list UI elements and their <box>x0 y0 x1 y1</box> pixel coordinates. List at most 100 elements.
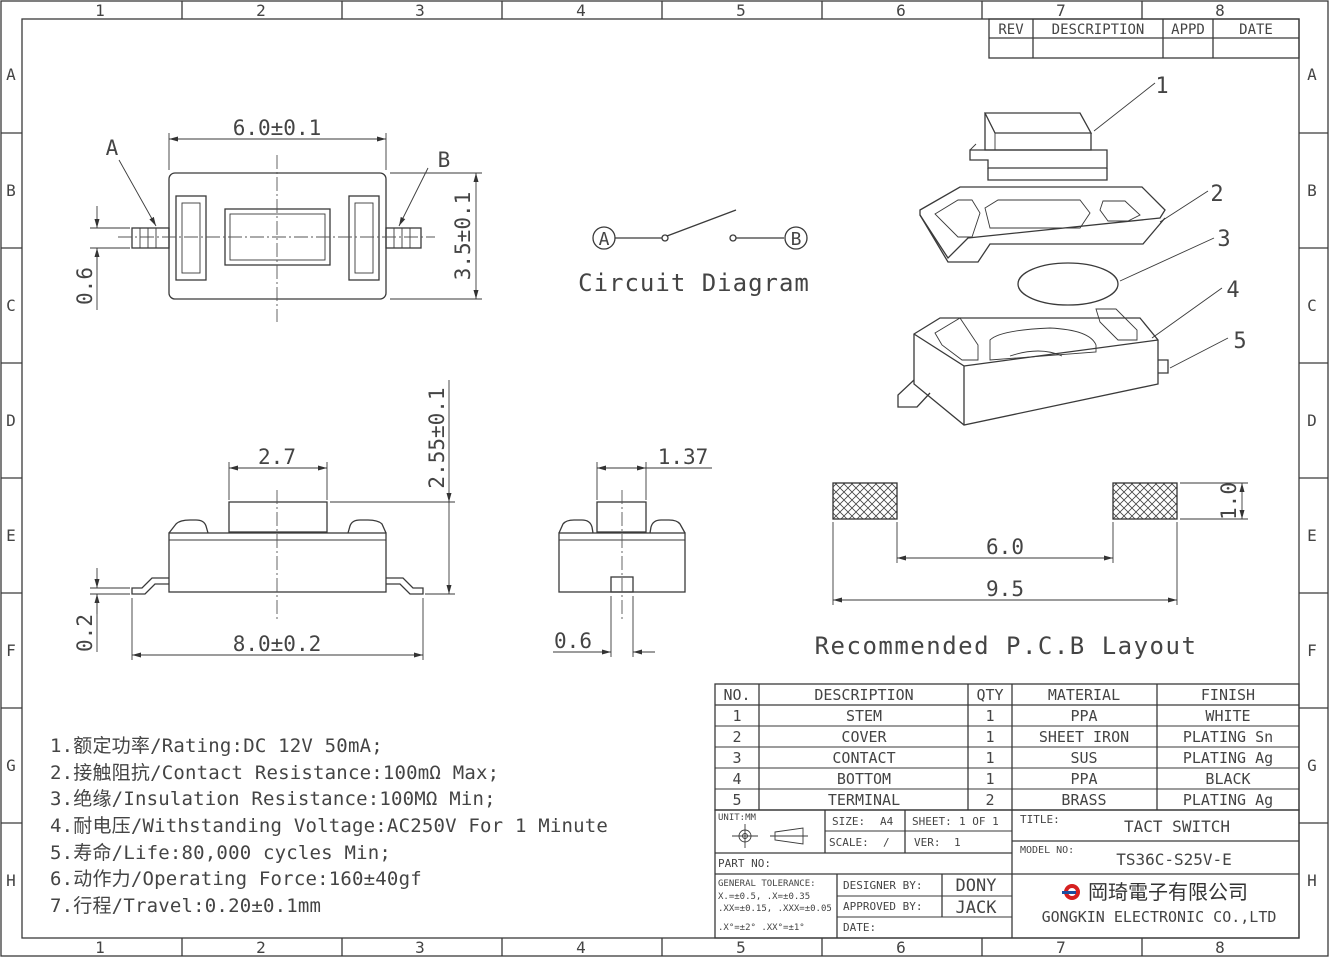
bom-cell: 1 <box>985 770 994 788</box>
bom-cell: PLATING Ag <box>1183 749 1273 767</box>
bom-header: NO. <box>723 686 750 704</box>
circuit-terminal-b: B <box>791 229 802 250</box>
callout-1: 1 <box>1155 74 1168 99</box>
terminal-a-label: A <box>106 136 119 160</box>
tolerance-line-2: .XX=±0.15, .XXX=±0.05 <box>718 904 832 914</box>
bom-cell: 4 <box>732 770 741 788</box>
date-label: DATE: <box>843 921 876 934</box>
grid-row-label: C <box>1307 296 1317 315</box>
title-value: TACT SWITCH <box>1124 817 1230 836</box>
revision-block: REV DESCRIPTION APPD DATE <box>988 18 1300 59</box>
designer-value: DONY <box>956 876 997 896</box>
bom-cell: 2 <box>985 791 994 809</box>
pcb-layout: 1.0 6.0 9.5 Recommended P.C.B Layout <box>815 482 1248 660</box>
bom-cell: BLACK <box>1205 770 1250 788</box>
grid-col-label: 7 <box>1056 938 1066 957</box>
dim-top-height: 3.5±0.1 <box>451 192 475 281</box>
size-value: A4 <box>880 815 894 828</box>
dim-top-width: 6.0±0.1 <box>233 116 322 140</box>
grid-row-label: E <box>6 526 16 545</box>
grid-row-label: C <box>6 296 16 315</box>
callout-3: 3 <box>1217 227 1230 252</box>
bom-cell: 5 <box>732 791 741 809</box>
circuit-diagram-title: Circuit Diagram <box>578 269 810 297</box>
rev-header: APPD <box>1171 22 1205 38</box>
ver-label: VER: <box>914 836 941 849</box>
bom-cell: PLATING Ag <box>1183 791 1273 809</box>
bom-cell: COVER <box>841 728 887 746</box>
rev-header: DESCRIPTION <box>1052 22 1145 38</box>
company-logo-icon <box>1062 884 1080 900</box>
grid-row-label: D <box>1307 411 1317 430</box>
bom-cell: CONTACT <box>832 749 895 767</box>
bom-cell: 1 <box>985 749 994 767</box>
grid-col-label: 5 <box>736 1 746 20</box>
bom-table: NO. DESCRIPTION QTY MATERIAL FINISH 1 ST… <box>714 683 1300 811</box>
grid-col-label: 4 <box>576 1 586 20</box>
unit-label: UNIT:MM <box>718 813 757 823</box>
specification-list: 1.额定功率/Rating:DC 12V 50mA; 2.接触阻抗/Contac… <box>50 733 690 920</box>
dim-pad-height: 1.0 <box>1217 482 1241 520</box>
grid-row-label: H <box>1307 871 1317 890</box>
grid-row-label: G <box>6 756 16 775</box>
tolerance-title: GENERAL TOLERANCE: <box>718 879 816 889</box>
scale-label: SCALE: <box>829 836 869 849</box>
grid-col-label: 1 <box>95 938 105 957</box>
terminal-b-label: B <box>438 148 451 172</box>
bom-cell: PLATING Sn <box>1183 728 1273 746</box>
end-view: 1.37 0.6 <box>553 445 712 657</box>
pcb-layout-title: Recommended P.C.B Layout <box>815 632 1198 660</box>
bom-cell: SUS <box>1070 749 1097 767</box>
ver-value: 1 <box>954 836 961 849</box>
approved-label: APPROVED BY: <box>843 900 922 913</box>
circuit-terminal-a: A <box>599 229 610 250</box>
company-name-cn: 岡琦電子有限公司 <box>1088 880 1248 904</box>
grid-row-label: F <box>1307 641 1317 660</box>
part-no-label: PART NO: <box>718 857 771 870</box>
grid-col-label: 6 <box>896 938 906 957</box>
pcb-pad-left <box>832 482 898 520</box>
grid-col-label: 1 <box>95 1 105 20</box>
grid-row-label: G <box>1307 756 1317 775</box>
top-view: 6.0±0.1 3.5±0.1 0.6 A B <box>73 116 482 322</box>
bom-cell: BRASS <box>1061 791 1106 809</box>
scale-value: / <box>883 836 890 849</box>
spec-item: 1.额定功率/Rating:DC 12V 50mA; <box>50 735 383 757</box>
dim-total-length: 8.0±0.2 <box>233 632 322 656</box>
bom-cell: 2 <box>732 728 741 746</box>
dim-terminal-width: 0.6 <box>73 267 97 305</box>
tolerance-line-1: X.=±0.5, .X=±0.35 <box>718 892 810 902</box>
spec-item: 2.接触阻抗/Contact Resistance:100mΩ Max; <box>50 761 500 784</box>
bom-header: FINISH <box>1201 686 1255 704</box>
dim-terminal-offset: 0.2 <box>73 614 97 652</box>
circuit-diagram: A B Circuit Diagram <box>578 209 810 297</box>
bom-header: QTY <box>976 686 1003 704</box>
dim-end-terminal: 0.6 <box>554 629 592 653</box>
bom-header: DESCRIPTION <box>814 686 913 704</box>
bom-cell: STEM <box>846 707 882 725</box>
bom-cell: 1 <box>732 707 741 725</box>
spec-item: 3.绝缘/Insulation Resistance:100MΩ Min; <box>50 788 496 811</box>
grid-row-label: E <box>1307 526 1317 545</box>
grid-row-label: H <box>6 871 16 890</box>
bom-cell: BOTTOM <box>837 770 891 788</box>
spec-item: 5.寿命/Life:80,000 cycles Min; <box>50 841 392 864</box>
bom-cell: SHEET IRON <box>1039 728 1129 746</box>
model-value: TS36C-S25V-E <box>1116 850 1232 869</box>
approved-value: JACK <box>956 898 998 918</box>
size-label: SIZE: <box>832 815 865 828</box>
grid-col-label: 5 <box>736 938 746 957</box>
grid-col-label: 3 <box>415 938 425 957</box>
exploded-view: 1 2 3 4 5 <box>897 74 1247 426</box>
grid-row-label: B <box>1307 181 1317 200</box>
grid-col-label: 6 <box>896 1 906 20</box>
dim-end-stem: 1.37 <box>658 445 709 469</box>
tolerance-line-3: .X°=±2° .XX°=±1° <box>718 923 805 933</box>
model-label: MODEL NO: <box>1020 845 1074 856</box>
bom-cell: PPA <box>1070 707 1097 725</box>
grid-col-label: 3 <box>415 1 425 20</box>
rev-header: REV <box>998 22 1024 38</box>
company-name-en: GONGKIN ELECTRONIC CO.,LTD <box>1042 908 1277 926</box>
spec-item: 6.动作力/Operating Force:160±40gf <box>50 868 422 891</box>
